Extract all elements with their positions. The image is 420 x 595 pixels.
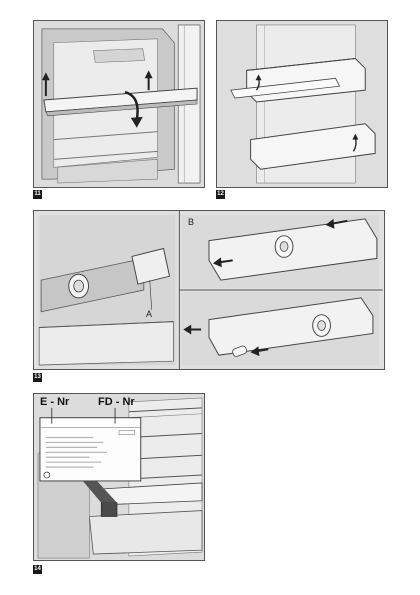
arrow-left-icon	[250, 346, 269, 357]
figure-14-number: 14	[33, 565, 42, 574]
figure-13-number: 13	[33, 373, 42, 382]
arrow-left-icon	[212, 257, 233, 268]
arrow-left-icon	[325, 218, 348, 229]
figure-11-number: 11	[33, 190, 42, 199]
arrow-up-icon	[41, 72, 50, 97]
rating-plate-marker	[100, 502, 118, 517]
figure-12-panel	[216, 20, 388, 188]
door-shelf-removal-illustration	[217, 21, 387, 187]
e-nr-callout: E - Nr	[40, 396, 70, 408]
arrow-up-icon	[352, 133, 359, 152]
arrow-left-icon	[183, 324, 202, 335]
figure-13-panel: A B	[33, 210, 385, 370]
figure-14-panel: E - Nr FD - Nr	[33, 393, 205, 561]
label-a: A	[146, 309, 153, 319]
figure-12-number: 12	[216, 190, 225, 199]
arrow-up-icon	[144, 70, 153, 91]
arrow-up-icon	[255, 74, 262, 91]
rating-plate-location-illustration	[34, 394, 204, 560]
fridge-shelf-removal-illustration	[34, 21, 204, 187]
fd-nr-callout: FD - Nr	[98, 396, 135, 408]
label-b: B	[188, 217, 195, 227]
figure-11-panel	[33, 20, 205, 188]
curved-arrow-icon	[124, 90, 143, 128]
light-cover-removal-illustration	[35, 211, 383, 369]
